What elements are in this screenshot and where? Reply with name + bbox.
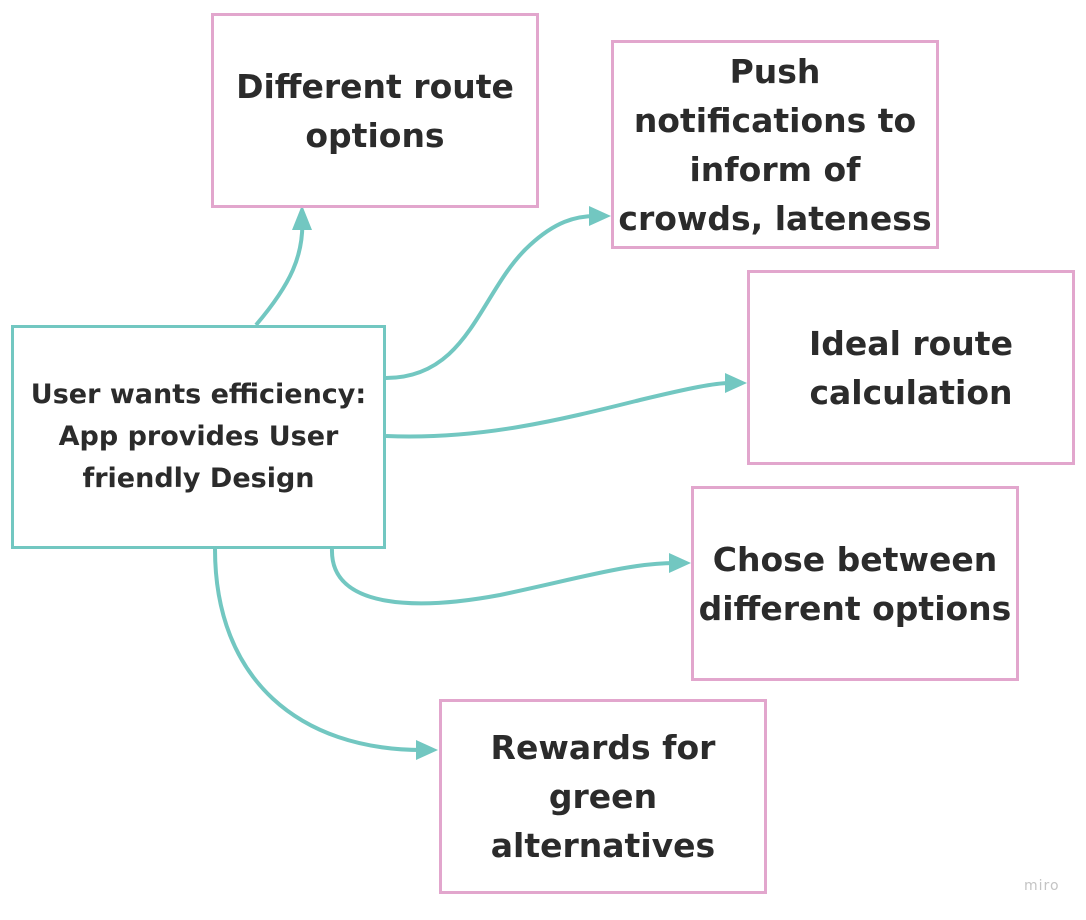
node-rewards-green-alternatives[interactable]: Rewards for green alternatives xyxy=(439,699,767,894)
arrowhead-different-route-options xyxy=(292,205,312,230)
arrowhead-chose-between xyxy=(669,553,691,573)
central-node[interactable]: User wants efficiency: App provides User… xyxy=(11,325,386,549)
node-different-route-options-label: Different route options xyxy=(236,66,514,155)
node-rewards-green-alternatives-label: Rewards for green alternatives xyxy=(490,728,716,865)
arrowhead-push-notifications xyxy=(589,206,611,226)
arrowhead-rewards xyxy=(416,740,438,760)
node-chose-between-options-label: Chose between different options xyxy=(698,539,1012,628)
node-push-notifications-label: Push notifications to inform of crowds, … xyxy=(618,51,932,238)
connector-to-ideal-route xyxy=(385,381,731,439)
node-push-notifications[interactable]: Push notifications to inform of crowds, … xyxy=(611,40,939,249)
node-chose-between-options[interactable]: Chose between different options xyxy=(691,486,1019,681)
connector-to-push-notifications xyxy=(385,214,597,380)
arrowhead-ideal-route xyxy=(725,373,747,393)
node-ideal-route-calculation[interactable]: Ideal route calculation xyxy=(747,270,1075,465)
connector-to-different-route-options xyxy=(254,214,305,327)
central-node-label: User wants efficiency: App provides User… xyxy=(30,379,367,494)
connector-to-chose-between xyxy=(329,548,676,606)
node-different-route-options[interactable]: Different route options xyxy=(211,13,539,208)
connector-to-rewards xyxy=(213,548,423,752)
miro-watermark: miro xyxy=(1024,878,1060,894)
node-ideal-route-calculation-label: Ideal route calculation xyxy=(809,323,1013,412)
